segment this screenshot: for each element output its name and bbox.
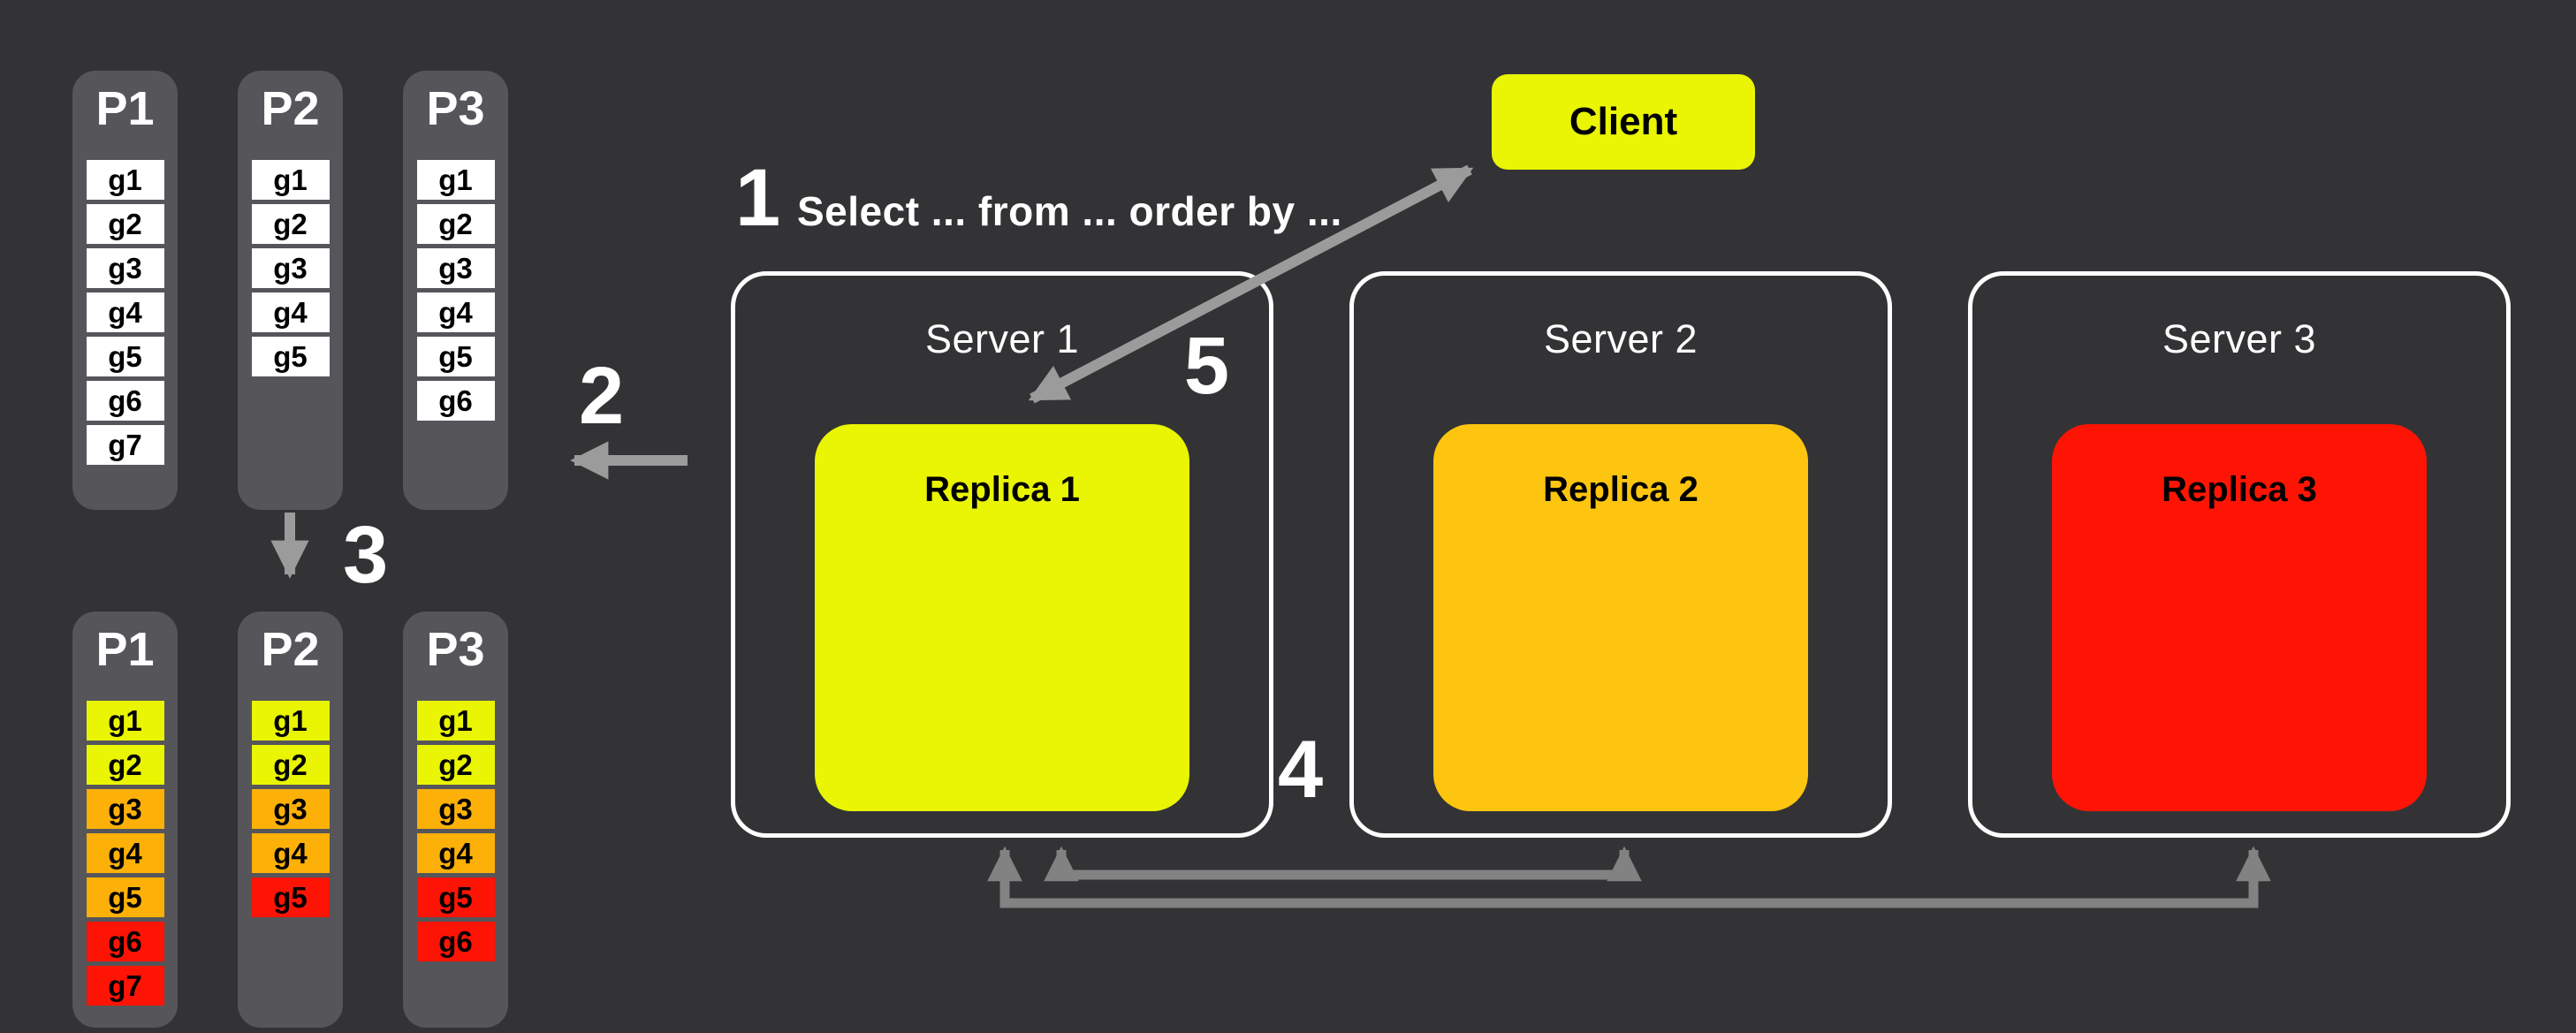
partition-cell: g3 — [416, 789, 495, 830]
server-3-title: Server 3 — [2162, 316, 2317, 361]
partition-cell: g3 — [251, 789, 330, 830]
replica-3-box: Replica 3 — [2052, 424, 2427, 811]
partition-cell: g2 — [251, 204, 330, 245]
partition-cell: g2 — [416, 745, 495, 786]
step3-number: 3 — [343, 510, 389, 600]
partition-cell: g1 — [86, 701, 164, 741]
step4-replication-arrow-s1-s3 — [987, 846, 2271, 908]
partition-cell: g2 — [416, 204, 495, 245]
partition-cell: g5 — [86, 877, 164, 918]
server-1-box: Server 1 5 Replica 1 — [731, 271, 1273, 838]
step2-number: 2 — [579, 351, 625, 441]
step1-number: 1 — [735, 153, 781, 243]
replica-2-label: Replica 2 — [1543, 470, 1698, 509]
partition-cell: g6 — [86, 922, 164, 962]
replica-1-label: Replica 1 — [924, 470, 1080, 509]
partition-cell: g5 — [416, 337, 495, 377]
partition-cell: g7 — [86, 966, 164, 1006]
partition-cell: g4 — [86, 292, 164, 333]
partition-cell: g2 — [86, 745, 164, 786]
partition-cell: g7 — [86, 425, 164, 466]
partition-cell: g4 — [416, 292, 495, 333]
server-2-box: Server 2 Replica 2 — [1349, 271, 1892, 838]
partition-cell: g6 — [416, 922, 495, 962]
partition-cell: g6 — [86, 381, 164, 422]
partition-cell: g2 — [251, 745, 330, 786]
partition-cell: g3 — [251, 248, 330, 289]
partition-header: P1 — [95, 623, 155, 676]
partition-cell: g4 — [86, 833, 164, 874]
partition-header: P2 — [261, 623, 320, 676]
partition-cell: g4 — [251, 833, 330, 874]
partition-cell: g4 — [251, 292, 330, 333]
partition-cell: g1 — [251, 160, 330, 201]
step1-query-label: Select ... from ... order by ... — [797, 188, 1342, 234]
partition-header: P1 — [95, 82, 155, 135]
server-3-box: Server 3 Replica 3 — [1968, 271, 2511, 838]
partition-cell: g3 — [416, 248, 495, 289]
client-label: Client — [1569, 100, 1678, 143]
partition-cell: g4 — [416, 833, 495, 874]
partition-cell: g1 — [416, 701, 495, 741]
partition-header: P3 — [426, 623, 485, 676]
partition-header: P2 — [261, 82, 320, 135]
partition-cell: g3 — [86, 789, 164, 830]
replica-2-box: Replica 2 — [1433, 424, 1808, 811]
partition-header: P3 — [426, 82, 485, 135]
replica-3-label: Replica 3 — [2162, 470, 2317, 509]
partition-cell: g5 — [416, 877, 495, 918]
partition-cell: g6 — [416, 381, 495, 422]
partition-cell: g1 — [416, 160, 495, 201]
step4-replication-arrow-s1-s2 — [1044, 846, 1642, 882]
partition-cell: g5 — [86, 337, 164, 377]
partition-cell: g3 — [86, 248, 164, 289]
partition-cell: g5 — [251, 877, 330, 918]
step5-number: 5 — [1183, 321, 1229, 411]
partition-cell: g1 — [251, 701, 330, 741]
server-2-title: Server 2 — [1543, 316, 1698, 361]
client-box: Client — [1492, 74, 1755, 170]
step4-number: 4 — [1278, 725, 1324, 815]
replica-1-box: Replica 1 — [815, 424, 1189, 811]
partition-cell: g2 — [86, 204, 164, 245]
partition-cell: g1 — [86, 160, 164, 201]
partition-cell: g5 — [251, 337, 330, 377]
